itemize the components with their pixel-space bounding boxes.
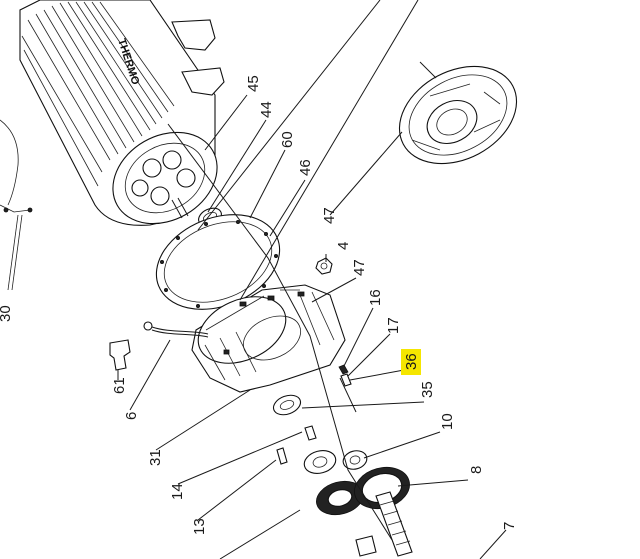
nut-4 <box>315 257 333 275</box>
callout-labels: 45 44 60 46 47 4 47 16 17 36 35 10 8 7 6… <box>0 75 518 535</box>
callout-45: 45 <box>245 75 262 92</box>
callout-10: 10 <box>439 413 456 430</box>
assembly-centerlines <box>167 0 437 541</box>
callout-44: 44 <box>258 101 275 118</box>
callout-35: 35 <box>419 381 436 398</box>
ground-cable-6 <box>143 321 209 338</box>
callout-31: 31 <box>147 449 164 466</box>
pin-16-17 <box>338 364 352 387</box>
pin-14 <box>304 425 317 441</box>
callout-7: 7 <box>501 522 518 530</box>
pin-13 <box>276 447 288 465</box>
callout-46: 46 <box>297 159 314 176</box>
callout-30: 30 <box>0 305 14 322</box>
callout-47-plate: 47 <box>321 207 338 224</box>
callout-36: 36 <box>403 353 420 370</box>
callout-36-highlight <box>401 349 421 375</box>
bearing-10 <box>303 450 368 474</box>
washer-35 <box>272 394 302 416</box>
bolt-61 <box>109 339 131 371</box>
leader-lines <box>117 94 507 559</box>
callout-47-housing: 47 <box>351 259 368 276</box>
callout-17: 17 <box>385 317 402 334</box>
callout-61: 61 <box>111 377 128 394</box>
callout-8: 8 <box>468 466 485 474</box>
callout-6: 6 <box>123 412 140 420</box>
motor-housing: THERMO <box>0 0 225 291</box>
gear-stack-8 <box>316 466 413 557</box>
callout-60: 60 <box>279 131 296 148</box>
adapter-plate-47 <box>398 65 518 165</box>
callout-4: 4 <box>335 242 352 250</box>
callout-13: 13 <box>191 518 208 535</box>
gearbox-housing <box>191 284 346 393</box>
callout-14: 14 <box>169 483 186 500</box>
callout-16: 16 <box>367 289 384 306</box>
